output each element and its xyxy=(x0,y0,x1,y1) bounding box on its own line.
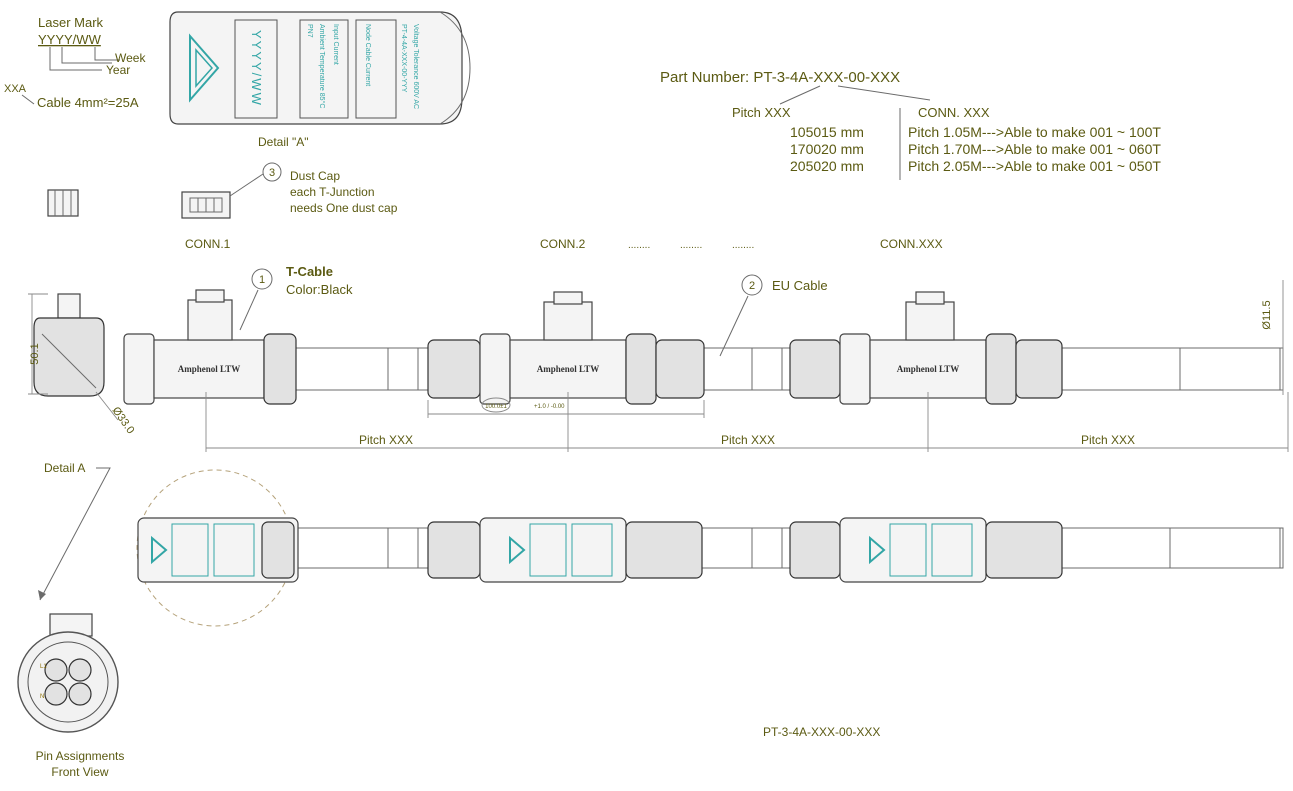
t-connector-2: Amphenol LTW xyxy=(427,291,705,405)
pitch-label-2: Pitch XXX xyxy=(721,433,775,447)
cable-assembly-top: Amphenol LTW Amphenol LTW Amphenol LTW xyxy=(123,264,1284,418)
dust-cap-line2: each T-Junction xyxy=(290,185,375,199)
dust-cap-line1: Dust Cap xyxy=(290,169,340,183)
part-number-table: Part Number: PT-3-4A-XXX-00-XXX Pitch XX… xyxy=(660,69,1161,180)
pitch-xxx-label: Pitch XXX xyxy=(732,105,791,120)
dots-1: ........ xyxy=(628,240,650,251)
pin-assign-line2: Front View xyxy=(51,765,108,779)
pitch-code-3: 205020 mm xyxy=(790,158,864,174)
dots-2: ........ xyxy=(680,240,702,251)
dust-cap-balloon xyxy=(262,162,282,182)
detail-a-rib-1 xyxy=(234,19,278,119)
detail-a-label: Detail "A" xyxy=(258,135,309,149)
pin-4 xyxy=(68,682,92,706)
warning-triangle-icon xyxy=(151,535,168,565)
side-view-body xyxy=(33,317,105,397)
week-label: Week xyxy=(115,51,146,65)
t-connector-3: Amphenol LTW xyxy=(789,291,1063,405)
label-connector-2 xyxy=(427,517,703,583)
warning-triangle-icon xyxy=(189,33,220,103)
pin-1 xyxy=(44,658,68,682)
conn-2-label: CONN.2 xyxy=(540,237,586,251)
year-label: Year xyxy=(106,63,130,77)
warning-triangle-inner-icon xyxy=(195,48,214,88)
t-cable-balloon xyxy=(251,268,273,290)
pin-2 xyxy=(68,658,92,682)
label-face-4: Node Cable Current xyxy=(364,24,371,86)
pin-3 xyxy=(44,682,68,706)
ref-box-outline xyxy=(481,397,511,413)
warning-triangle-icon xyxy=(869,535,886,565)
ref-box-label: 100.0±1 xyxy=(485,404,507,410)
pin-assignment-view: L1 N Pin Assignments Front View xyxy=(17,613,125,779)
dust-cap-leader xyxy=(229,173,264,197)
detail-a-endcap xyxy=(439,11,471,125)
pitch-code-2: 170020 mm xyxy=(790,141,864,157)
pitch-dimensions: Pitch XXX Pitch XXX Pitch XXX xyxy=(205,392,1289,452)
eu-cable-number: 2 xyxy=(749,280,755,292)
label-face-1: PN7 xyxy=(306,24,313,38)
pitch-desc-1: Pitch 1.05M--->Able to make 001 ~ 100T xyxy=(908,124,1161,140)
warning-triangle-icon xyxy=(509,535,526,565)
drawing-number: PT-3-4A-XXX-00-XXX xyxy=(763,725,880,739)
height-dim xyxy=(28,293,48,395)
laser-mark-leaders xyxy=(49,47,120,71)
dots-3: ........ xyxy=(732,240,754,251)
conn-1-label: CONN.1 xyxy=(185,237,231,251)
conn-xxx-label: CONN.XXX xyxy=(880,237,943,251)
detail-a-arrow xyxy=(39,467,111,601)
pitch-desc-3: Pitch 2.05M--->Able to make 001 ~ 050T xyxy=(908,158,1161,174)
cable-rating-label: Cable 4mm²=25A xyxy=(37,95,139,110)
side-view: 50.1 Ø33.0 xyxy=(28,293,137,436)
cable-dia-label: Ø11.5 xyxy=(1261,300,1273,329)
pin-assign-line1: Pin Assignments xyxy=(36,749,125,763)
label-face-2: Ambient Temperature 85°C xyxy=(318,24,326,108)
pitch-code-1: 105015 mm xyxy=(790,124,864,140)
part-number-title: Part Number: PT-3-4A-XXX-00-XXX xyxy=(660,69,900,86)
code-leader xyxy=(21,94,35,105)
eu-cable-balloon xyxy=(741,274,763,296)
t-cable-number: 1 xyxy=(259,274,265,286)
label-connector-1 xyxy=(137,517,299,583)
date-code-text: YYYY/WW xyxy=(249,30,264,107)
detail-a-rib-2 xyxy=(299,19,349,119)
dust-cap-number: 3 xyxy=(269,167,275,179)
label-connector-3 xyxy=(789,517,1063,583)
part-number-leaders xyxy=(779,85,931,105)
code-label: XXA xyxy=(4,83,27,95)
cable-assembly-bottom xyxy=(137,517,1284,583)
height-dim-label: 50.1 xyxy=(29,343,41,364)
pitch-label-3: Pitch XXX xyxy=(1081,433,1135,447)
t-connector-1: Amphenol LTW xyxy=(123,289,297,405)
label-face-3: Input Current xyxy=(332,24,339,65)
brand-mark-3: Amphenol LTW xyxy=(897,364,959,374)
t-cable-line2: Color:Black xyxy=(286,282,353,297)
conn-xxx-label: CONN. XXX xyxy=(918,105,990,120)
pitch-label-1: Pitch XXX xyxy=(359,433,413,447)
dust-cap-group: 3 Dust Cap each T-Junction needs One dus… xyxy=(47,162,398,219)
dust-cap-line3: needs One dust cap xyxy=(290,201,398,215)
label-face-5: PT-4-4A-XXX-00-YYY xyxy=(400,24,407,93)
t-cable-leader xyxy=(239,289,259,331)
laser-mark-format: YYYY/WW xyxy=(38,32,102,47)
pin-label-1: L1 xyxy=(40,664,47,670)
label-face-6: Voltage Tolerance 600V AC xyxy=(412,24,419,109)
pin-label-2: N xyxy=(40,694,44,700)
detail-a-rib-3 xyxy=(355,19,397,119)
diameter-dim-label: Ø33.0 xyxy=(110,405,137,436)
laser-mark-title: Laser Mark xyxy=(38,15,104,30)
detail-a-callout: Detail A xyxy=(44,461,85,475)
t-cable-line1: T-Cable xyxy=(286,264,333,279)
eu-cable-label: EU Cable xyxy=(772,278,828,293)
brand-mark-2: Amphenol LTW xyxy=(537,364,599,374)
ref-tol-label: +1.0 / -0.00 xyxy=(534,404,565,410)
brand-mark-1: Amphenol LTW xyxy=(178,364,240,374)
front-view-body xyxy=(17,631,119,733)
pitch-desc-2: Pitch 1.70M--->Able to make 001 ~ 060T xyxy=(908,141,1161,157)
eu-cable-leader xyxy=(719,295,749,357)
detail-a-closeup: YYYY/WW PN7 Ambient Temperature 85°C Inp… xyxy=(169,11,471,149)
laser-mark-legend: Laser Mark YYYY/WW Week Year XXA Cable 4… xyxy=(4,15,146,110)
